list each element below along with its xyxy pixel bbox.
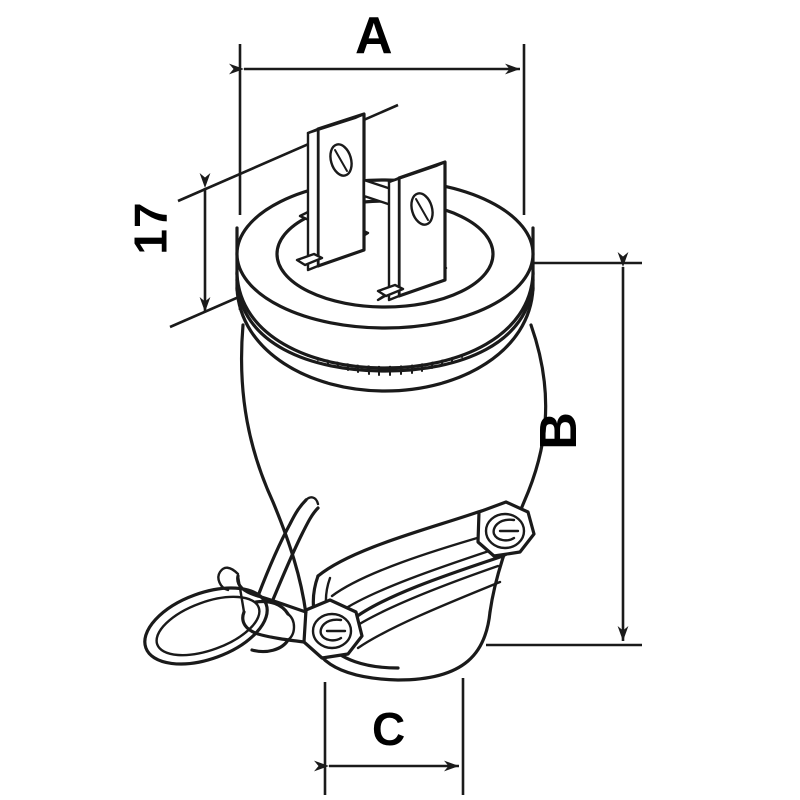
body-outline-right	[488, 323, 548, 614]
clamp-hook-left	[256, 498, 308, 598]
strap-loop-connector-lower	[250, 638, 290, 654]
dimension-c-group	[314, 678, 465, 795]
clamp-band-fill	[318, 508, 524, 620]
blade-left-foot	[295, 252, 324, 267]
clamp-rib-1	[330, 534, 486, 598]
blade-left-hole-inner	[334, 149, 348, 172]
plug-face	[235, 178, 535, 370]
clamp-hook-tip	[304, 496, 320, 506]
clamp-screw-upper-slot-a	[492, 518, 516, 542]
clamp-screw-upper-group	[476, 500, 536, 558]
clamp-screw-upper-boss	[476, 500, 536, 558]
blade-left-top-bevel	[306, 112, 366, 135]
body-outline-left	[239, 323, 308, 616]
collar-top-arc	[235, 278, 535, 373]
clamp-rib-4	[356, 580, 502, 650]
clamp-arm-lower	[241, 610, 306, 644]
blade-right-foot-fill	[378, 285, 403, 296]
blade-left-face-fill	[318, 114, 364, 266]
strap-loop-connector-upper	[254, 599, 290, 616]
blade-left	[295, 112, 370, 272]
clamp-screw-upper-head	[484, 512, 526, 550]
cord-strap-loop	[143, 586, 296, 666]
blade-right-foot	[376, 283, 405, 298]
blade-right-hole	[410, 192, 434, 226]
blade-left-hole	[329, 143, 353, 177]
clamp-screw-lower-slot-a	[319, 618, 343, 642]
dimension-17-label: 17	[124, 201, 177, 255]
strap-loop-outer	[143, 586, 269, 666]
blade-left-edge-fill	[308, 129, 318, 270]
clamp-screw-lower-group	[302, 598, 364, 660]
clamp-arm-end	[236, 574, 246, 614]
dimension-b-label: B	[529, 412, 588, 450]
blade-right-hole-inner	[415, 198, 429, 221]
blade-left-foot-fill	[297, 254, 322, 265]
dimension-c-label: C	[372, 703, 406, 755]
collar-bottom-arc	[235, 286, 535, 393]
clamp-hook-right	[270, 506, 320, 604]
dimension-b-group	[486, 252, 642, 647]
blade-right-face-fill	[399, 162, 445, 296]
clamp-arm-tab	[217, 566, 240, 592]
blade-right-top-bevel	[387, 160, 447, 184]
clamp-screw-lower-boss	[302, 598, 364, 660]
blade-right-edge-fill	[389, 178, 399, 300]
blade-right	[376, 160, 448, 302]
strap-loop-inner	[155, 595, 261, 657]
dimension-a-label: A	[355, 7, 393, 65]
strap-loop-eye	[286, 612, 296, 642]
face-rim-bottom-arc	[235, 272, 535, 370]
clamp-screw-lower-head	[311, 612, 353, 650]
clamp-rib-2	[338, 548, 494, 614]
face-outer-ellipse	[235, 178, 535, 330]
cord-clamp-assembly	[143, 496, 536, 670]
clamp-rib-3	[348, 564, 500, 632]
